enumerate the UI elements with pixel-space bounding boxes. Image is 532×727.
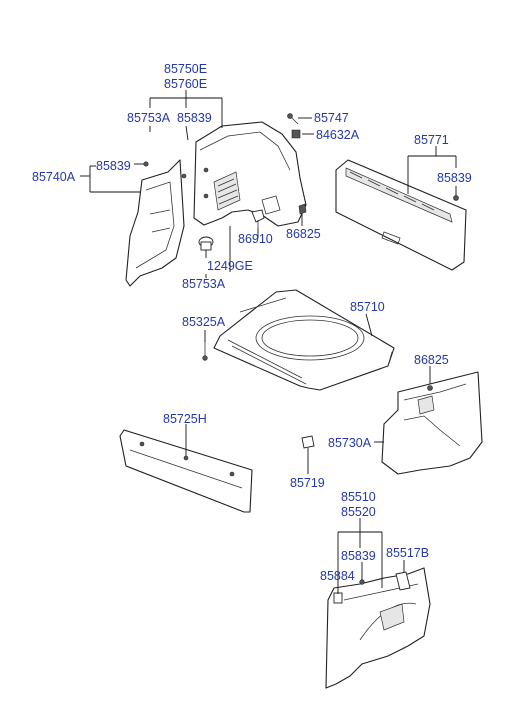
label-85740A[interactable]: 85740A [32, 170, 76, 184]
label-85730A[interactable]: 85730A [328, 436, 372, 450]
clip-84632A [291, 129, 301, 139]
label-85719[interactable]: 85719 [290, 476, 325, 490]
pillar-trim-85510 [325, 567, 431, 689]
part-labels: 85750E 85760E 85753A 85839 85747 84632A … [32, 62, 472, 583]
label-86825-mid[interactable]: 86825 [414, 353, 449, 367]
label-85760E[interactable]: 85760E [164, 77, 207, 91]
label-1249GE[interactable]: 1249GE [207, 259, 253, 273]
fastener-85325A [202, 340, 208, 361]
clip-85719 [301, 435, 315, 449]
label-85839-left[interactable]: 85839 [96, 159, 131, 173]
side-trim-85730A [381, 371, 483, 475]
label-85884[interactable]: 85884 [320, 569, 355, 583]
label-85839-top[interactable]: 85839 [177, 111, 212, 125]
label-85520[interactable]: 85520 [341, 505, 376, 519]
cap-1249GE [198, 236, 214, 251]
trim-strip-85725H [119, 429, 253, 513]
partition-board-85771 [335, 159, 467, 271]
label-85517B[interactable]: 85517B [386, 546, 429, 560]
label-86825-top[interactable]: 86825 [286, 227, 321, 241]
label-85325A[interactable]: 85325A [182, 315, 226, 329]
label-85753A-top[interactable]: 85753A [127, 111, 171, 125]
luggage-floor-85710 [213, 289, 395, 391]
label-85750E[interactable]: 85750E [164, 62, 207, 76]
clip-85884 [333, 592, 343, 604]
label-85510[interactable]: 85510 [341, 490, 376, 504]
label-85753A-bottom[interactable]: 85753A [182, 277, 226, 291]
clip-86825-upper [298, 203, 307, 215]
screw-85747 [287, 113, 299, 125]
clip-85839-lower [359, 579, 365, 585]
label-85839-bottom[interactable]: 85839 [341, 549, 376, 563]
rear-quarter-trim-upper [193, 121, 307, 227]
label-85747[interactable]: 85747 [314, 111, 349, 125]
push-clip-86910 [251, 209, 265, 228]
side-trim-85740A [125, 159, 187, 287]
label-86910[interactable]: 86910 [238, 232, 273, 246]
label-85725H[interactable]: 85725H [163, 412, 207, 426]
leader-lines [80, 90, 457, 594]
label-84632A[interactable]: 84632A [316, 128, 360, 142]
label-85839-right[interactable]: 85839 [437, 171, 472, 185]
label-85771[interactable]: 85771 [414, 133, 449, 147]
label-85710[interactable]: 85710 [350, 300, 385, 314]
